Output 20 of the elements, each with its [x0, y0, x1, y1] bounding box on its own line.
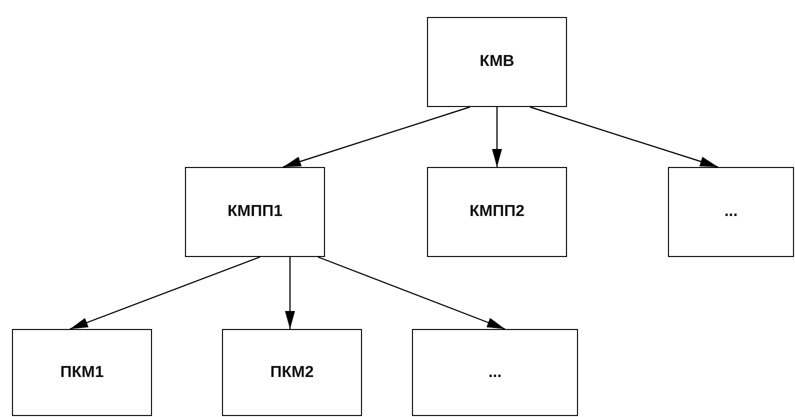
process-box	[427, 167, 567, 257]
process-box	[412, 329, 578, 416]
node-label: ПКМ1	[60, 364, 104, 382]
arrow	[282, 106, 470, 168]
process-box	[12, 329, 152, 416]
process-box	[222, 329, 362, 416]
arrow	[70, 256, 260, 330]
node-label: КМВ	[480, 53, 514, 71]
process-box	[668, 167, 794, 257]
node-label: ...	[724, 203, 738, 221]
arrow	[318, 256, 506, 330]
arrow	[492, 107, 502, 167]
node-label: ПКМ2	[270, 364, 314, 382]
arrow	[530, 106, 718, 168]
process-box	[427, 17, 567, 107]
process-box	[185, 167, 325, 257]
node-label: КМПП1	[228, 203, 282, 221]
node-label: ...	[488, 364, 502, 382]
node-label: КМПП2	[470, 203, 524, 221]
arrow	[285, 257, 295, 329]
